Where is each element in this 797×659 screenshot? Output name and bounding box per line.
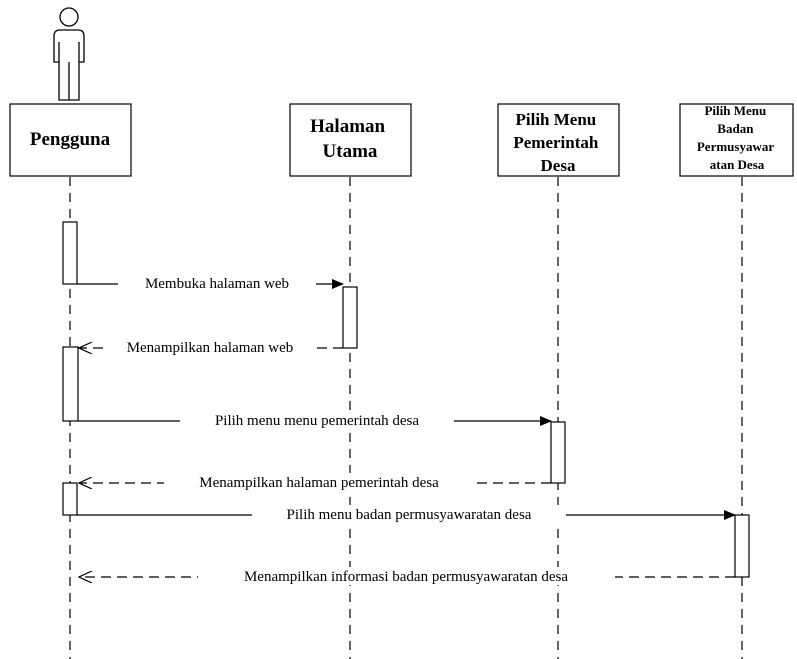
activation-bar — [62, 482, 78, 516]
participant-label-halaman-utama: Halaman Utama — [310, 116, 390, 162]
participant-box-pengguna — [9, 103, 132, 177]
message-label: Menampilkan halaman pemerintah desa — [199, 475, 439, 491]
participant-label-menu-badan-permusyawaratan: Pilih Menu Badan Permusyawar atan Desa — [697, 103, 777, 172]
message-label: Menampilkan halaman web — [127, 340, 294, 356]
activation-bar — [550, 421, 566, 484]
participant-box-menu-pemerintah-desa — [497, 103, 620, 177]
activation-bar — [734, 514, 750, 578]
participant-label-menu-pemerintah-desa: Pilih Menu Pemerintah Desa — [513, 110, 602, 175]
participant-label-pengguna: Pengguna — [30, 129, 111, 150]
participant-box-halaman-utama — [289, 103, 412, 177]
activation-bar — [62, 221, 78, 285]
message-label: Menampilkan informasi badan permusyawara… — [244, 569, 568, 585]
activation-bar — [62, 346, 79, 422]
message-label: Pilih menu badan permusyawaratan desa — [287, 507, 532, 523]
actor-icon — [53, 7, 85, 101]
message-label: Membuka halaman web — [145, 276, 289, 292]
message-label: Pilih menu menu pemerintah desa — [215, 413, 419, 429]
participant-box-menu-badan-permusyawaratan — [679, 103, 794, 177]
activation-bar — [342, 286, 358, 349]
